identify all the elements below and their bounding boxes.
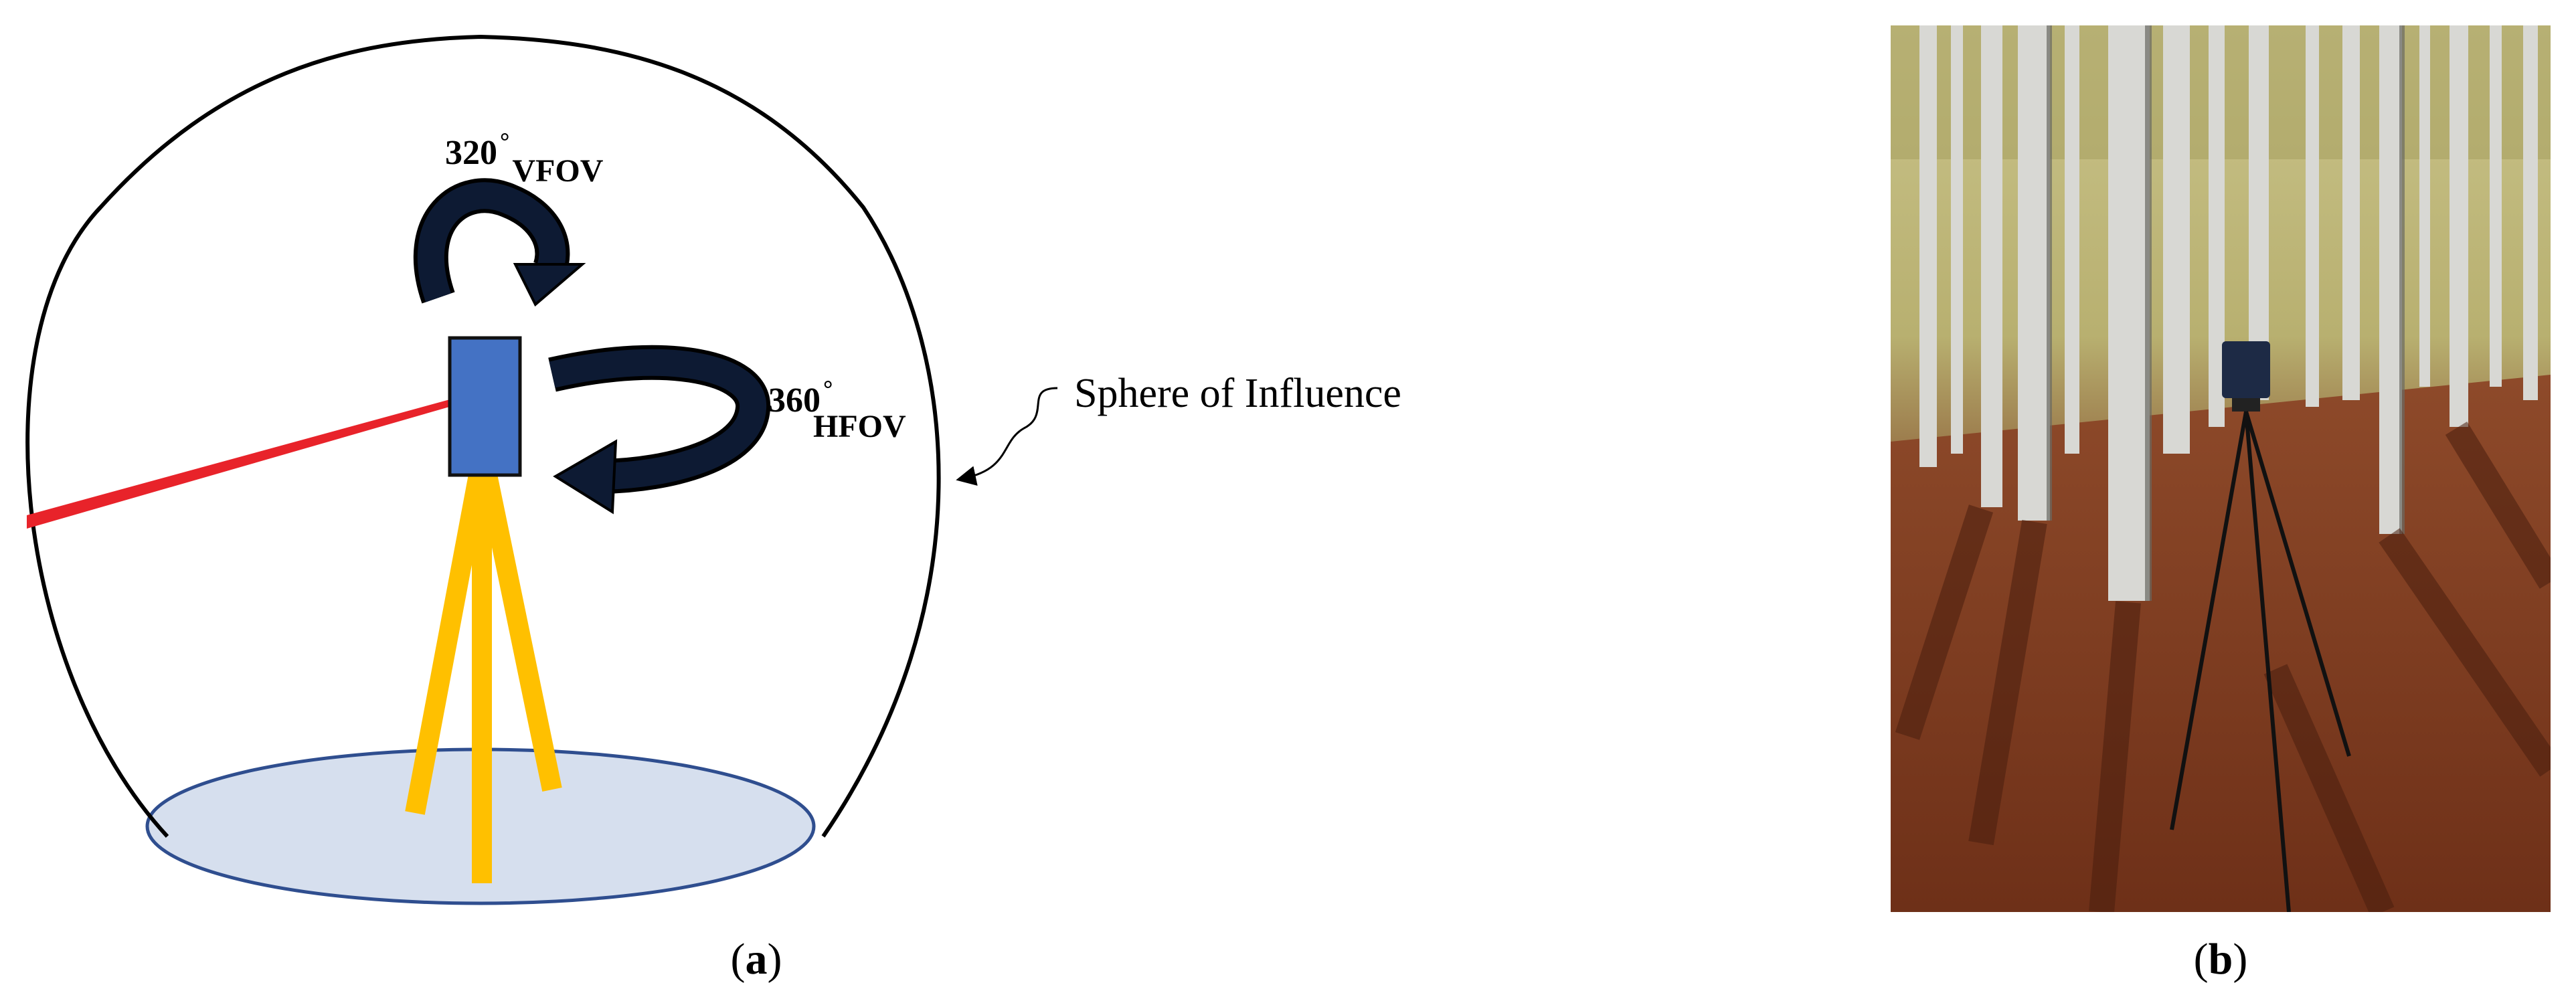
vfov-text: VFOV [512, 153, 603, 189]
hfov-arrow-icon [548, 345, 771, 515]
tripod [405, 472, 562, 883]
hfov-degree: ° [823, 375, 833, 402]
hfov-label: 360 ° HFOV [768, 375, 906, 444]
hfov-number: 360 [768, 381, 821, 420]
vfov-arrow-icon [414, 178, 586, 307]
vfov-label: 320 ° VFOV [445, 128, 604, 189]
sphere-outline [25, 34, 941, 838]
scanner-body [448, 336, 522, 477]
forest-scanner-photo [1891, 25, 2551, 912]
panel-a-diagram: 320 ° VFOV 360 ° HFOV Sphere of Influenc… [25, 34, 1401, 984]
caption-a: (a) [731, 935, 782, 984]
caption-b: (b) [2194, 935, 2248, 984]
hfov-text: HFOV [813, 409, 906, 444]
sphere-leader-line [956, 387, 1058, 486]
sphere-label: Sphere of Influence [1074, 371, 1401, 416]
laser-beam [27, 399, 452, 529]
vfov-number: 320 [445, 134, 497, 172]
vfov-degree: ° [500, 128, 509, 155]
panel-b-photo: (b) [1891, 25, 2551, 984]
